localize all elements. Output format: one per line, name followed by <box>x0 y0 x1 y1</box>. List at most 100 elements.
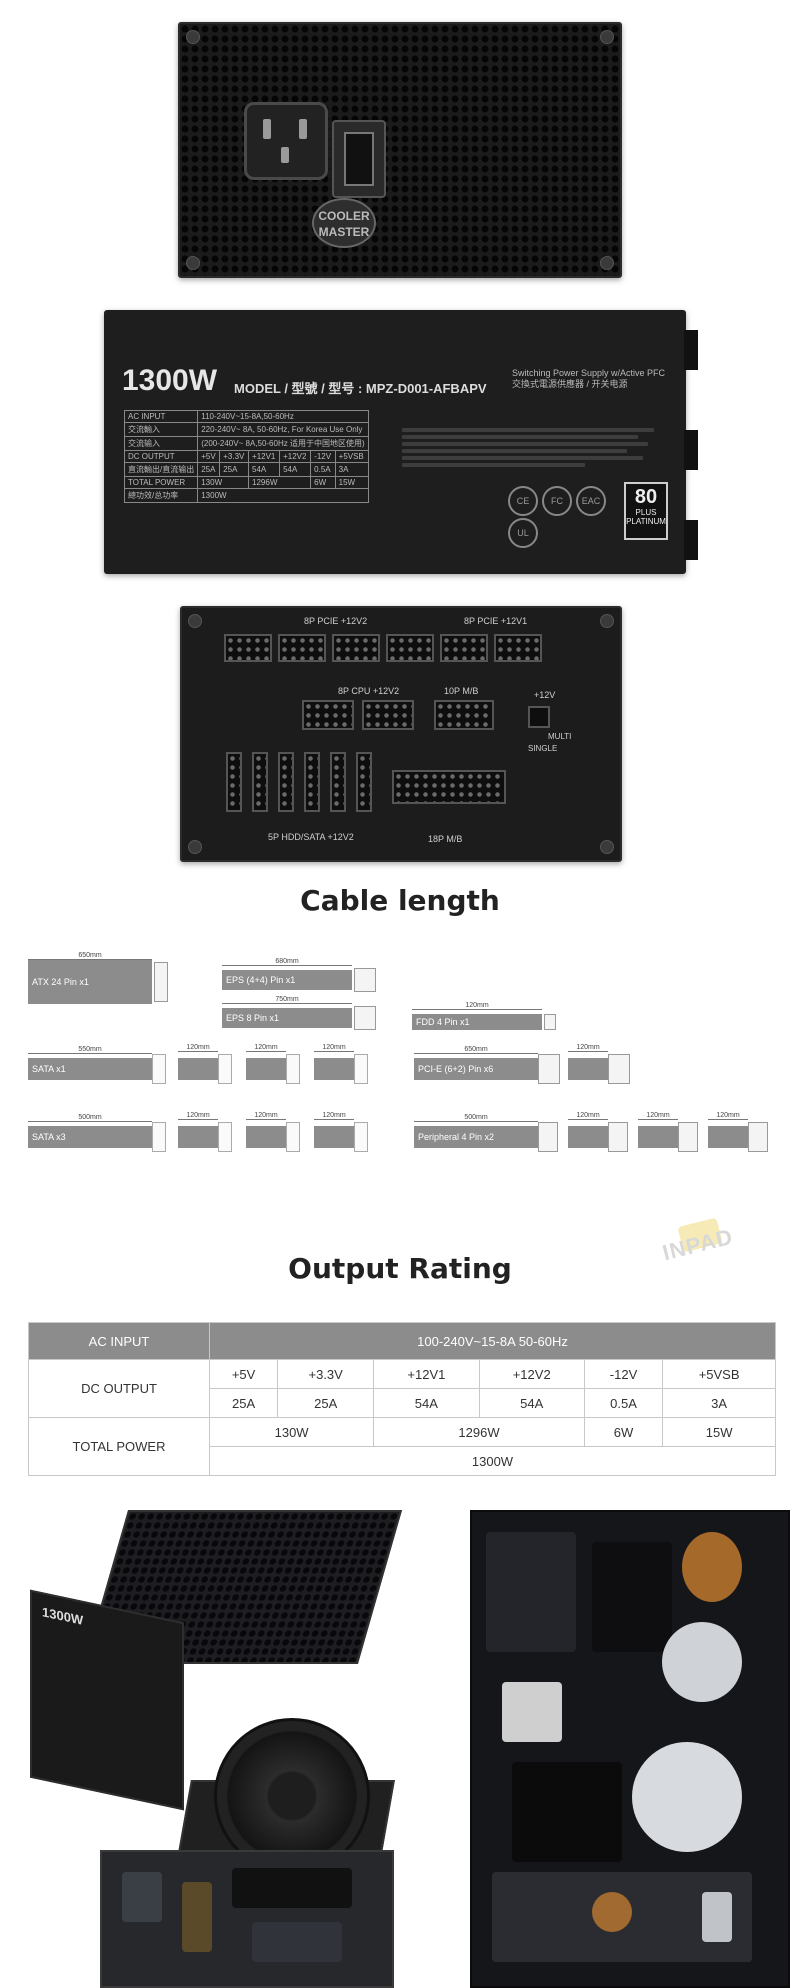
amp-cell: 54A <box>373 1388 480 1418</box>
psu-side-label-photo: 1300W MODEL / 型號 / 型号 : MPZ-D001-AFBAPV … <box>104 310 698 574</box>
cable-seg-peri: 120mm <box>638 1112 678 1120</box>
psu-exploded-photo: 1300W <box>30 1510 410 1988</box>
rail-cell: +5VSB <box>662 1359 776 1389</box>
label-cell: AC INPUT <box>123 410 199 423</box>
total-power-value: 1300W <box>209 1446 776 1476</box>
label-cell: 總功效/总功率 <box>123 488 199 503</box>
label-cell: 25A <box>219 462 250 477</box>
cable-seg-sata1: 120mm <box>314 1044 354 1052</box>
label-cell: +5V <box>197 450 221 463</box>
label-cell: 1300W <box>197 488 369 503</box>
label-cell: TOTAL POWER <box>123 476 199 489</box>
psu-internal-photo <box>470 1510 790 1988</box>
cert-eac-icon: EAC <box>576 486 606 516</box>
screw-icon <box>600 614 614 628</box>
connector-icon <box>154 962 168 1002</box>
cable-seg-peri: 120mm <box>708 1112 748 1120</box>
pcie-port <box>386 634 434 662</box>
rail-cell: +12V2 <box>478 1359 585 1389</box>
cable-segment <box>314 1058 354 1080</box>
cable-len-sata1: 550mm <box>28 1046 152 1054</box>
cable-seg-sata3: 120mm <box>314 1112 354 1120</box>
cpu-port <box>302 700 354 730</box>
connector-icon <box>538 1122 558 1152</box>
cable-segment <box>568 1126 608 1148</box>
cable-pcie: PCI-E (6+2) Pin x6 <box>414 1058 538 1080</box>
rail-cell: +12V1 <box>373 1359 480 1389</box>
label-cell: DC OUTPUT <box>123 450 199 463</box>
connector-icon <box>286 1054 300 1084</box>
cable-fdd: FDD 4 Pin x1 <box>412 1014 542 1030</box>
output-rating-title: Output Rating <box>288 1252 512 1285</box>
cable-sata3: SATA x3 <box>28 1126 152 1148</box>
label-cell: 1296W <box>248 476 312 489</box>
rail-switch-icon <box>528 706 550 728</box>
connector-icon <box>218 1122 232 1152</box>
screw-icon <box>600 30 614 44</box>
cable-seg-sata1: 120mm <box>178 1044 218 1052</box>
cable-len-eps44: 680mm <box>222 958 352 966</box>
cable-seg-sata3: 120mm <box>178 1112 218 1120</box>
total-part-cell: 1296W <box>373 1417 585 1447</box>
cable-len-fdd: 120mm <box>412 1002 542 1010</box>
amp-cell: 25A <box>277 1388 375 1418</box>
connector-icon <box>218 1054 232 1084</box>
label-model: MODEL / 型號 / 型号 : MPZ-D001-AFBAPV <box>234 381 487 396</box>
switch-label-single: SINGLE <box>528 744 558 753</box>
label-wattage: 1300W <box>122 364 218 397</box>
psu-rear-panel-photo: COOLER MASTER <box>178 22 622 278</box>
cable-segment <box>568 1058 608 1080</box>
screw-icon <box>186 256 200 270</box>
switch-label-multi: MULTI <box>548 732 572 741</box>
screw-icon <box>188 614 202 628</box>
connector-icon <box>152 1054 166 1084</box>
cable-len-sata3: 500mm <box>28 1114 152 1122</box>
label-warning-text-block <box>402 428 664 470</box>
label-cell: 220-240V~ 8A, 50-60Hz, For Korea Use Onl… <box>197 422 369 437</box>
cable-segment <box>246 1058 286 1080</box>
cable-len-eps8: 750mm <box>222 996 352 1004</box>
label-cell: 15W <box>334 476 369 489</box>
amp-cell: 0.5A <box>583 1388 664 1418</box>
connector-icon <box>354 968 376 992</box>
connector-icon <box>286 1122 300 1152</box>
label-cell: +12V1 <box>248 450 281 463</box>
badge-plus: PLUS <box>635 508 657 517</box>
cooler-master-logo: COOLER MASTER <box>312 198 376 248</box>
hdd-port <box>330 752 346 812</box>
label-cell: +12V2 <box>279 450 312 463</box>
dc-output-label: DC OUTPUT <box>28 1359 210 1418</box>
port-label-18p-mb: 18P M/B <box>428 834 463 844</box>
fan-icon <box>214 1718 370 1874</box>
ac-input-label: AC INPUT <box>28 1322 210 1360</box>
label-cell: 25A <box>197 462 221 477</box>
label-cell: 3A <box>334 462 369 477</box>
connector-icon <box>152 1122 166 1152</box>
power-switch-icon <box>332 120 386 198</box>
cable-segment <box>314 1126 354 1148</box>
pcie-port <box>494 634 542 662</box>
logo-text-2: MASTER <box>318 225 370 239</box>
rail-cell: -12V <box>583 1359 664 1389</box>
cable-segment <box>638 1126 678 1148</box>
hdd-port <box>278 752 294 812</box>
cable-sata1: SATA x1 <box>28 1058 152 1080</box>
cert-ce-icon: CE <box>508 486 538 516</box>
logo-text-1: COOLER <box>318 209 370 223</box>
cable-len-peri: 500mm <box>414 1114 538 1122</box>
hdd-port <box>356 752 372 812</box>
port-label-pcie-1: 8P PCIE +12V2 <box>304 616 368 626</box>
mb18-port <box>392 770 506 804</box>
connector-icon <box>354 1054 368 1084</box>
cable-seg-pcie: 120mm <box>568 1044 608 1052</box>
total-power-label: TOTAL POWER <box>28 1417 210 1476</box>
ac-inlet-icon <box>244 102 328 180</box>
hdd-port <box>304 752 320 812</box>
cable-segment <box>246 1126 286 1148</box>
cable-eps44: EPS (4+4) Pin x1 <box>222 970 352 990</box>
cable-segment <box>708 1126 748 1148</box>
label-cell: 110-240V~15-8A,50-60Hz <box>197 410 369 423</box>
connector-icon <box>354 1006 376 1030</box>
connector-icon <box>608 1122 628 1152</box>
psu-front-panel: 1300W <box>30 1589 184 1811</box>
